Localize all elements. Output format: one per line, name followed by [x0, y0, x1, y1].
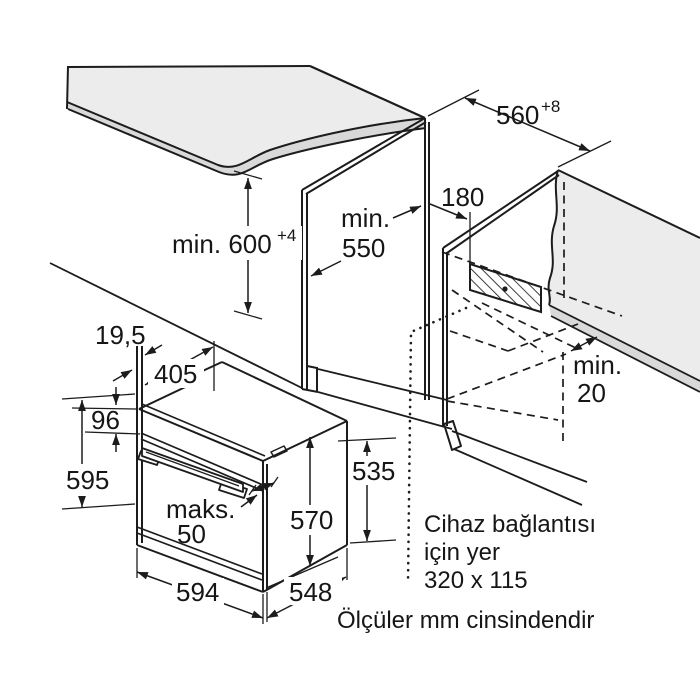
base-line-upper [317, 368, 448, 401]
cabinet-top-edge [301, 117, 427, 195]
oven-side-vent [270, 445, 288, 458]
label-handle-1: maks. [166, 494, 235, 524]
cabinet-foot [301, 365, 319, 393]
dim-570-ext-bottom [265, 556, 339, 589]
dim-535-ext-bottom [349, 539, 397, 544]
label-rear-height: 535 [352, 456, 395, 486]
label-niche-height-tol: +4 [277, 226, 296, 245]
connection-area [469, 212, 542, 314]
connection-point-dot [502, 286, 508, 292]
tall-cabinet [49, 117, 453, 430]
notes: Cihaz bağlantısı için yer 320 x 115 Ölçü… [337, 511, 596, 634]
side-wall-bottom-edge [548, 304, 700, 393]
label-niche-height: min. 600 [172, 229, 272, 259]
dim-535-ext-top [337, 437, 397, 442]
dim-180-arrow-left [392, 205, 422, 219]
countertop [66, 64, 427, 176]
label-top-inset: 19,5 [95, 320, 146, 350]
label-rear-gap-2: 20 [577, 378, 606, 408]
label-niche-depth-2: 550 [342, 233, 385, 263]
oven-door-left-edge [136, 346, 143, 545]
dim-19-arrow-left [112, 369, 133, 382]
oven-top-back-edge [221, 361, 348, 422]
side-wall-surface [548, 170, 700, 380]
dim-20-line [570, 336, 598, 352]
dimension-labels: 19,5 405 96 595 maks. 50 594 548 570 535… [66, 97, 622, 607]
label-connection-offset: 180 [441, 182, 484, 212]
label-rear-gap-1: min. [573, 350, 622, 380]
side-wall-base-band [549, 305, 700, 392]
hidden-edges [441, 182, 623, 442]
dim-180-arrow-right [429, 203, 468, 220]
dim-600-tick-bottom [233, 310, 263, 320]
back-panel-foot [443, 420, 462, 451]
oven-control-panel-line [140, 432, 264, 492]
label-niche-depth-1: min. [341, 203, 390, 233]
units-note: Ölçüler mm cinsindendir [337, 607, 594, 634]
label-panel-height: 96 [91, 405, 120, 435]
label-plates [62, 226, 397, 606]
connection-dotted-leader [406, 306, 468, 585]
dim-595-ext-top [61, 393, 136, 400]
label-top-depth: 405 [154, 359, 197, 389]
label-niche-width: 560 [496, 100, 539, 130]
back-panel-edge [442, 248, 448, 426]
label-niche-width-tol: +8 [541, 97, 560, 116]
plinth-line-upper [451, 430, 588, 483]
connection-note-line1: Cihaz bağlantısı [424, 511, 596, 538]
dim-600-tick-top [233, 170, 263, 180]
label-oven-depth: 548 [289, 577, 332, 607]
oven [136, 346, 348, 593]
cabinet-front-edge [301, 190, 308, 390]
side-wall-top-edge [557, 169, 700, 239]
handle-bar-inner-line [145, 451, 240, 487]
dim-50-leader [240, 494, 258, 508]
dim-560-ext-right [557, 140, 612, 168]
oven-handle [137, 447, 248, 499]
dim-560-line [464, 97, 591, 152]
label-handle-2: 50 [177, 519, 206, 549]
label-oven-height: 595 [66, 465, 109, 495]
label-oven-width: 594 [176, 577, 219, 607]
countertop-surface [67, 66, 425, 167]
dim-550-leader [310, 260, 342, 277]
back-panel-top-edge [442, 170, 560, 254]
dim-595-ext-bottom [61, 503, 136, 510]
handle-bar [141, 447, 244, 493]
connection-note-line2: için yer [424, 539, 500, 566]
connection-note-line3: 320 x 115 [424, 567, 528, 594]
label-body-height: 570 [290, 505, 333, 535]
cabinet-right-edge [424, 118, 430, 400]
base-line-lower [317, 391, 453, 430]
dim-560-ext-left [427, 89, 480, 117]
dim-50-line [251, 482, 275, 492]
niche-area [442, 169, 700, 506]
floor-line [49, 262, 303, 389]
side-wall-break-wave [547, 169, 559, 306]
dim-96-ext-bottom [84, 431, 141, 435]
plinth-line-lower [453, 448, 583, 506]
